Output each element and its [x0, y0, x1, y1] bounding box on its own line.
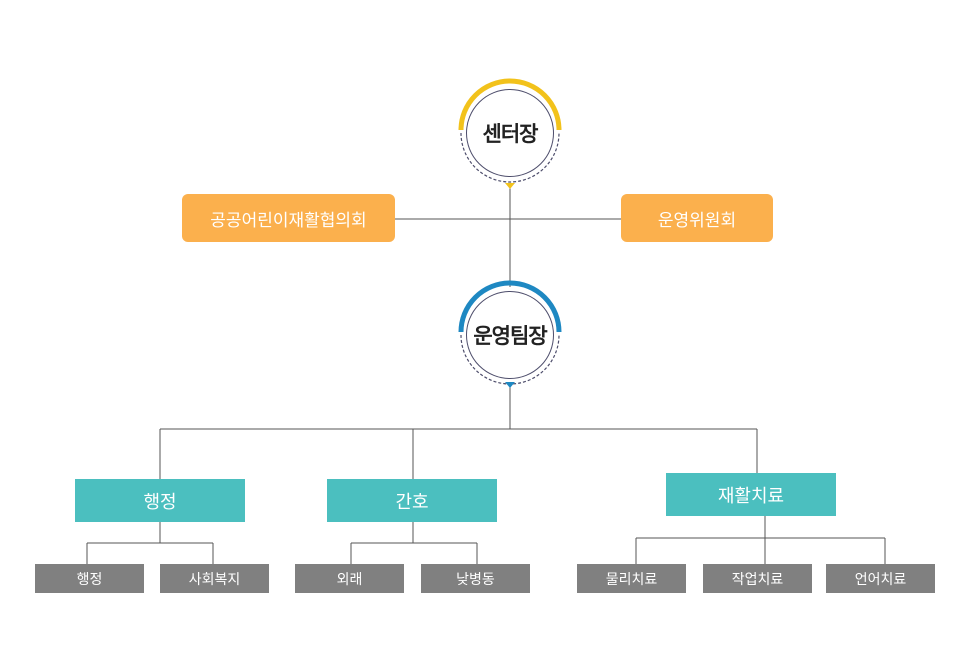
dept-rehab-label: 재활치료	[717, 485, 785, 507]
unit-label: 외래	[336, 571, 363, 588]
unit-label: 사회복지	[188, 571, 241, 588]
committee-label: 운영위원회	[657, 210, 737, 231]
unit-speech-therapy: 언어치료	[826, 564, 935, 593]
committee-box: 운영위원회	[621, 194, 773, 242]
unit-occupational-therapy: 작업치료	[703, 564, 812, 593]
dept-nursing: 간호	[327, 479, 497, 522]
unit-label: 물리치료	[605, 571, 658, 588]
unit-admin: 행정	[35, 564, 144, 593]
unit-label: 언어치료	[854, 571, 907, 588]
unit-label: 작업치료	[731, 571, 784, 588]
unit-physical-therapy: 물리치료	[577, 564, 686, 593]
dept-nursing-label: 간호	[395, 491, 429, 513]
dept-admin-label: 행정	[143, 491, 177, 513]
team-head-label: 운영팀장	[473, 324, 547, 348]
dept-admin: 행정	[75, 479, 245, 522]
unit-label: 낮병동	[456, 571, 495, 588]
council-label: 공공어린이재활협의회	[210, 210, 367, 231]
dept-rehab: 재활치료	[666, 473, 836, 516]
unit-outpatient: 외래	[295, 564, 404, 593]
center-head-node: 센터장	[466, 89, 554, 177]
team-head-node: 운영팀장	[466, 291, 554, 379]
center-head-label: 센터장	[482, 122, 539, 146]
unit-label: 행정	[76, 571, 103, 588]
council-box: 공공어린이재활협의회	[182, 194, 395, 242]
unit-day-ward: 낮병동	[421, 564, 530, 593]
unit-social-welfare: 사회복지	[160, 564, 269, 593]
